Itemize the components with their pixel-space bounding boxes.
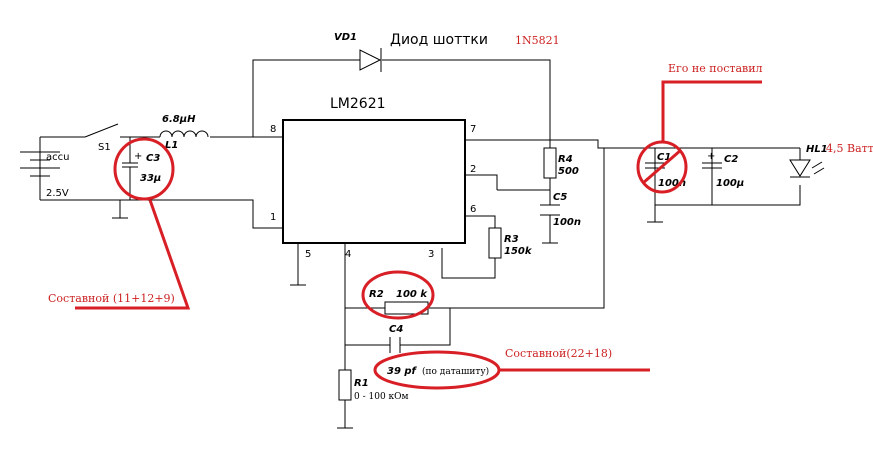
capacitor-c4: C4 39 pf (по даташиту) <box>387 324 489 377</box>
r2-name: R2 <box>369 289 384 300</box>
r3-name: R3 <box>504 234 519 245</box>
hl1-name: HL1 <box>806 144 828 155</box>
battery: accu 2.5V <box>20 151 69 199</box>
resistor-r2: R2 100 k <box>369 289 429 315</box>
c2-name: C2 <box>724 154 738 165</box>
pin-1: 1 <box>270 212 276 223</box>
c2-value: 100μ <box>716 178 744 189</box>
c4-value: 39 pf <box>387 366 418 377</box>
diode-label: Диод шоттки <box>390 32 488 48</box>
switch-label: S1 <box>98 142 111 153</box>
not-installed-note: Его не поставил <box>668 62 763 75</box>
c2-plus: + <box>707 151 715 162</box>
capacitor-c3: + C3 33μ <box>112 137 161 219</box>
resistor-r4: R4 500 <box>543 147 579 179</box>
pin-6: 6 <box>470 204 476 215</box>
pin-4: 4 <box>345 249 351 260</box>
ground-symbols <box>290 221 663 429</box>
inductor-value: 6.8μH <box>162 114 196 125</box>
led-hl1: HL1 4,5 Ватт <box>789 142 873 178</box>
c3-plus: + <box>134 151 142 162</box>
vd1-name: VD1 <box>334 32 357 43</box>
capacitor-c5: C5 100n <box>540 192 581 244</box>
composite-c3-note: Составной (11+12+9) <box>48 292 175 305</box>
r3-value: 150k <box>504 246 533 257</box>
c5-name: C5 <box>553 192 567 203</box>
diode-vd1: VD1 Диод шоттки 1N5821 <box>334 32 560 72</box>
inductor-l1: 6.8μH L1 <box>159 114 209 151</box>
c1-value: 100n <box>658 178 686 189</box>
pin-7: 7 <box>470 124 476 135</box>
r4-value: 500 <box>558 166 579 177</box>
c3-value: 33μ <box>140 173 161 184</box>
battery-name: accu <box>46 152 69 163</box>
r2-value: 100 k <box>396 289 428 300</box>
pin-8: 8 <box>270 124 276 135</box>
chip-lm2621: LM2621 8 7 2 6 1 5 4 3 <box>270 96 476 260</box>
led-power-note: 4,5 Ватт <box>826 142 873 155</box>
chip-name: LM2621 <box>330 96 386 112</box>
annotation-marks <box>75 80 762 390</box>
diode-part: 1N5821 <box>515 34 560 47</box>
pin-5: 5 <box>305 249 311 260</box>
c5-value: 100n <box>553 217 581 228</box>
pin-2: 2 <box>470 164 476 175</box>
r4-name: R4 <box>558 154 573 165</box>
capacitor-c2: + C2 100μ <box>702 151 744 189</box>
composite-c4-note: Составной(22+18) <box>505 347 612 360</box>
switch-s1: S1 <box>84 123 119 153</box>
pin-3: 3 <box>428 249 434 260</box>
datasheet-note: (по даташиту) <box>422 366 489 377</box>
c1-name: C1 <box>657 152 671 163</box>
c4-name: C4 <box>389 324 403 335</box>
resistor-r3: R3 150k <box>488 227 533 259</box>
r1-value: 0 - 100 кОм <box>354 392 409 402</box>
r1-name: R1 <box>354 378 369 389</box>
inductor-name: L1 <box>165 140 178 151</box>
wires <box>39 59 801 428</box>
resistor-r1: R1 0 - 100 кОм <box>338 369 409 402</box>
battery-voltage: 2.5V <box>46 188 69 199</box>
c3-name: C3 <box>146 153 160 164</box>
